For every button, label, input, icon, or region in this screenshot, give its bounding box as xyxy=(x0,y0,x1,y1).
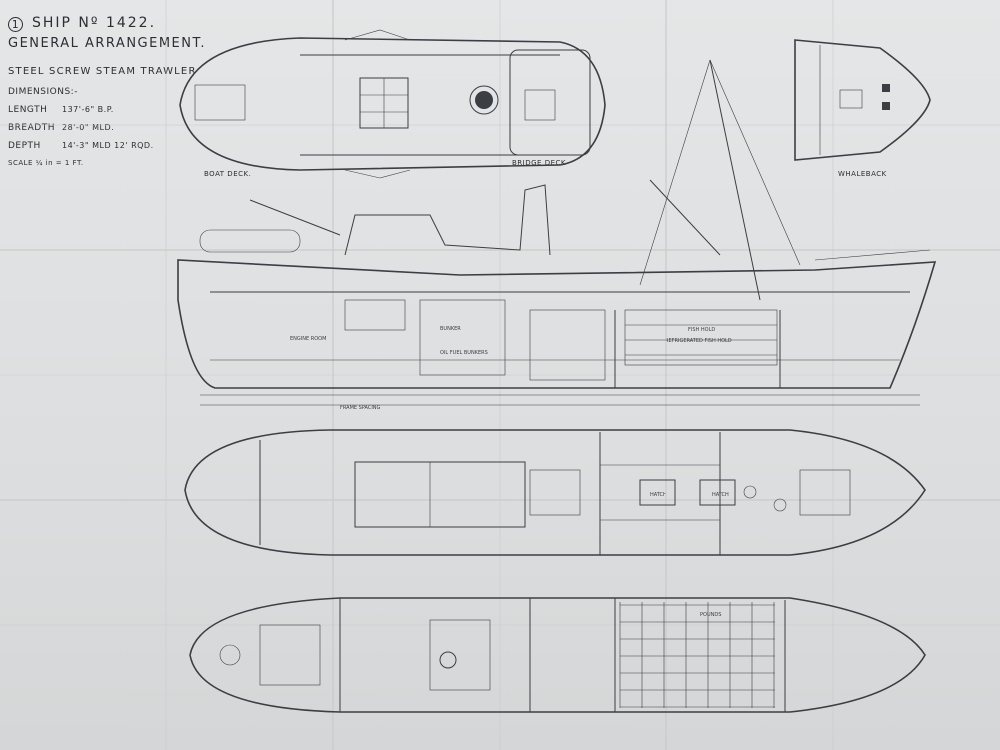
dim-breadth-value: 28'-0" MLD. xyxy=(62,123,115,132)
whaleback-label: WHALEBACK xyxy=(838,170,887,178)
oil-fuel-label: OIL FUEL BUNKERS xyxy=(440,350,488,356)
dim-length-label: LENGTH xyxy=(8,105,48,115)
drawing-subtitle: STEEL SCREW STEAM TRAWLER xyxy=(8,66,197,77)
dim-depth-label: DEPTH xyxy=(8,141,41,151)
pound-grid xyxy=(619,602,775,708)
hatch-label-1: HATCH xyxy=(650,492,667,498)
dim-length-value: 137'-6" B.P. xyxy=(62,105,114,114)
sheet-number: 1 xyxy=(8,17,23,32)
bunker-label: BUNKER xyxy=(440,326,461,332)
dim-depth-value: 14'-3" MLD 12' RQD. xyxy=(62,141,154,150)
profile-elevation xyxy=(177,59,937,406)
whaleback-plan xyxy=(794,39,931,161)
dimensions-heading: DIMENSIONS:- xyxy=(8,87,78,97)
scale-note: SCALE ¼ in = 1 FT. xyxy=(8,159,84,167)
pounds-label: POUNDS xyxy=(700,612,722,618)
engine-room-label: ENGINE ROOM xyxy=(290,336,327,342)
main-deck-plan xyxy=(184,429,926,556)
frame-spacing-label: FRAME SPACING xyxy=(340,405,381,411)
refrigerated-hold-label: REFRIGERATED FISH HOLD xyxy=(665,338,732,344)
bridge-deck-label: BRIDGE DECK xyxy=(512,159,566,167)
boat-deck-plan xyxy=(179,29,606,179)
hold-plan xyxy=(189,597,926,713)
ship-number: SHIP Nº 1422. xyxy=(32,15,157,31)
drawing-title: GENERAL ARRANGEMENT. xyxy=(8,36,207,51)
dim-breadth-label: BREADTH xyxy=(8,123,55,133)
fish-hold-label: FISH HOLD xyxy=(688,327,716,333)
boat-deck-label: BOAT DECK. xyxy=(204,170,252,178)
